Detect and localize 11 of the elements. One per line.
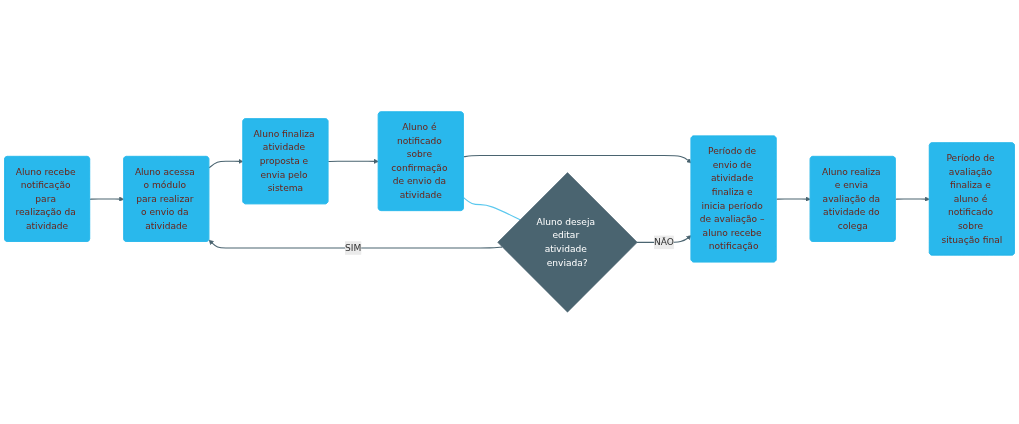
edge-label: NÃO: [654, 236, 675, 248]
arrow: [89, 196, 125, 202]
arrow: [895, 196, 930, 202]
node-diamond: Aluno deseja editar atividade enviada?: [497, 172, 638, 313]
connector: [463, 197, 521, 221]
arrow: [775, 196, 811, 202]
arrow: [208, 158, 244, 169]
arrow: [463, 154, 692, 164]
arrow: [208, 239, 503, 249]
edge-label: SIM: [344, 242, 362, 254]
arrow: [327, 158, 379, 164]
